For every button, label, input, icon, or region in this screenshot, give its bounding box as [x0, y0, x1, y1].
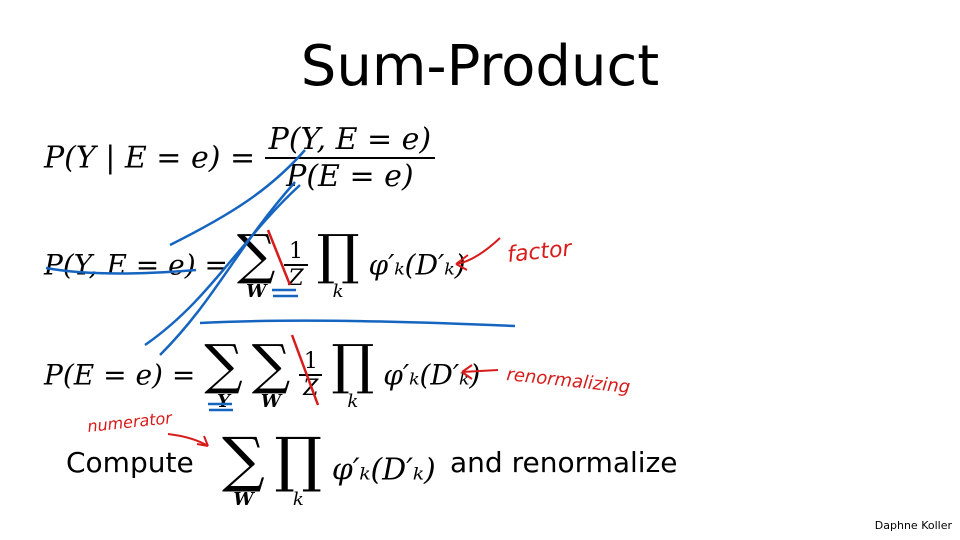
red-arrow-renorm [461, 364, 499, 380]
eq1-numerator: P(Y, E = e) [268, 122, 432, 157]
eq2-fraction: 1 Z [284, 239, 308, 291]
blue-curve-1 [169, 149, 306, 247]
note-renormalizing: renormalizing [505, 364, 631, 398]
eq2-product: ∏k [316, 223, 360, 302]
note-numerator: numerator [86, 408, 174, 436]
eq3-sum-w: ∑W [251, 333, 291, 412]
equation-evidence: P(E = e) = ∑Y ∑W 1 Z ∏k φ′ₖ(D′ₖ) [44, 338, 480, 412]
eq3-product: ∏k [331, 333, 375, 412]
eq2-sum: ∑W [236, 223, 276, 302]
compute-product: ∏k [274, 425, 323, 510]
eq2-frac-num: 1 [289, 239, 304, 264]
note-factor: factor [506, 236, 575, 268]
compute-suffix: and renormalize [450, 446, 678, 479]
red-strike-z1 [266, 229, 292, 286]
eq1-lhs: P(Y | E = e) = [44, 140, 256, 176]
compute-sum: ∑W [222, 425, 265, 510]
author-credit: Daphne Koller [874, 519, 952, 532]
slide-title: Sum-Product [300, 34, 660, 99]
compute-label: Compute [66, 446, 194, 479]
eq3-term: φ′ₖ(D′ₖ) [383, 358, 481, 392]
eq3-prod-sub: k [347, 391, 359, 412]
eq1-fraction: P(Y, E = e) P(E = e) [264, 122, 436, 194]
eq3-sum1-sub: Y [217, 391, 230, 412]
blue-divider [199, 319, 516, 328]
eq2-sum-sub: W [246, 281, 267, 302]
eq2-prod-sub: k [332, 281, 344, 302]
eq2-frac-den: Z [284, 264, 308, 291]
equation-joint: P(Y, E = e) = ∑W 1 Z ∏k φ′ₖ(D′ₖ) [44, 228, 466, 302]
red-strike-z2 [290, 334, 320, 406]
compute-prod-sub: k [292, 489, 304, 510]
blue-curve-2 [144, 184, 301, 347]
red-arrow-numerator [167, 433, 209, 447]
eq2-term: φ′ₖ(D′ₖ) [368, 248, 466, 282]
eq2-lhs: P(Y, E = e) = [44, 248, 228, 282]
equation-conditional: P(Y | E = e) = P(Y, E = e) P(E = e) [44, 122, 436, 194]
red-arrow-factor [455, 237, 501, 271]
blue-underline-lhs [45, 266, 197, 275]
compute-sum-sub: W [233, 489, 254, 510]
compute-expression: ∑W ∏k φ′ₖ(D′ₖ) [222, 430, 436, 510]
eq3-sum-y: ∑Y [204, 333, 243, 412]
eq3-lhs: P(E = e) = [44, 358, 196, 392]
eq3-sum2-sub: W [260, 391, 282, 412]
blue-curve-3 [159, 181, 296, 356]
compute-term: φ′ₖ(D′ₖ) [331, 452, 436, 488]
eq3-frac-num: 1 [303, 349, 318, 374]
eq1-denominator: P(E = e) [264, 157, 436, 194]
